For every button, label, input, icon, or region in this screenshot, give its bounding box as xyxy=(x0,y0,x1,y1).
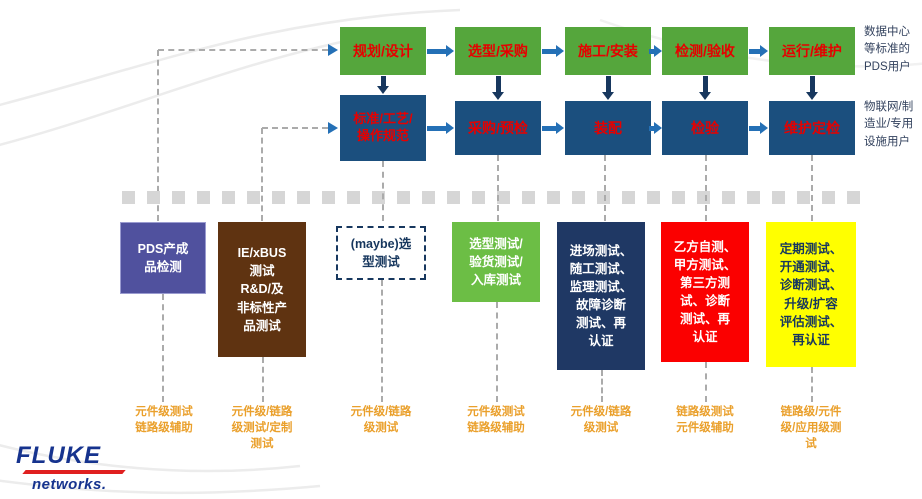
dashed-connector xyxy=(381,280,383,402)
fluke-networks-logo: FLUKE networks. xyxy=(16,442,126,493)
test-level-label: 元件级测试 链路级辅助 xyxy=(135,406,193,435)
arrow-down-icon xyxy=(492,76,504,100)
dashed-connector xyxy=(705,155,707,221)
stage-construction-installation: 施工/安装 xyxy=(565,27,651,75)
test-level-label: 元件级/链路 级测试 xyxy=(350,406,412,435)
dashed-connector xyxy=(158,49,328,51)
dashed-connector xyxy=(261,128,263,221)
test-level-label: 元件级测试 链路级辅助 xyxy=(467,406,525,435)
logo-brand-text: FLUKE xyxy=(16,442,101,469)
right-label-datacenter-users: 数据中心 等标准的 PDS用户 xyxy=(864,26,911,73)
stage-inspection: 检验 xyxy=(662,101,748,155)
stage-inspection-acceptance: 检测/验收 xyxy=(662,27,748,75)
arrow-right-icon xyxy=(328,44,338,56)
test-box-site-testing: 进场测试、 随工测试、 监理测试、 故障诊断 测试、再 认证 xyxy=(557,222,645,370)
test-box-operation-testing: 定期测试、 开通测试、 诊断测试、 升级/扩容 评估测试、 再认证 xyxy=(766,222,856,367)
stage-operation-maintenance: 运行/维护 xyxy=(769,27,855,75)
arrow-right-icon xyxy=(542,45,564,57)
dashed-connector xyxy=(811,367,813,402)
stage-assembly: 装配 xyxy=(565,101,651,155)
dashed-divider xyxy=(122,191,862,204)
arrow-right-icon xyxy=(649,45,662,57)
arrow-right-icon xyxy=(427,122,454,134)
arrow-right-icon xyxy=(427,45,454,57)
test-box-maybe-selection: (maybe)选 型测试 xyxy=(336,226,426,280)
right-label-iot-users: 物联网/制 造业/专用 设施用户 xyxy=(864,101,914,148)
test-level-label: 链路级测试 元件级辅助 xyxy=(676,406,734,435)
dashed-connector xyxy=(262,357,264,402)
logo-sub-text: networks. xyxy=(32,476,107,493)
dashed-connector xyxy=(705,362,707,402)
stage-maintenance-check: 维护定检 xyxy=(769,101,855,155)
test-level-label: 元件级/链路 级测试 xyxy=(570,406,632,435)
arrow-right-icon xyxy=(749,45,768,57)
arrow-down-icon xyxy=(699,76,711,100)
stage-planning-design: 规划/设计 xyxy=(340,27,426,75)
test-level-label: 元件级/链路 级测试/定制 测试 xyxy=(231,406,293,451)
dashed-connector xyxy=(496,302,498,402)
logo-red-underline xyxy=(22,470,126,474)
arrow-down-icon xyxy=(806,76,818,100)
dashed-connector xyxy=(382,161,384,221)
test-level-label: 链路级/元件 级/应用级测 试 xyxy=(780,406,842,451)
arrow-right-icon xyxy=(542,122,564,134)
dashed-connector xyxy=(497,155,499,221)
arrow-right-icon xyxy=(749,122,768,134)
test-box-pds-finished-product: PDS产成 品检测 xyxy=(120,222,206,294)
dashed-connector xyxy=(162,294,164,402)
test-box-acceptance-testing: 乙方自测、 甲方测试、 第三方测 试、诊断 测试、再 认证 xyxy=(661,222,749,362)
arrow-right-icon xyxy=(328,122,338,134)
arrow-down-icon xyxy=(377,76,389,94)
arrow-right-icon xyxy=(649,122,662,134)
test-box-ie-xbus-rd: IE/xBUS 测试 R&D/及 非标性产 品测试 xyxy=(218,222,306,357)
dashed-connector xyxy=(157,50,159,221)
stage-standards-process: 标准/工艺/ 操作规范 xyxy=(340,95,426,161)
dashed-connector xyxy=(811,155,813,221)
dashed-connector xyxy=(604,155,606,221)
dashed-connector xyxy=(262,127,328,129)
stage-selection-procurement: 选型/采购 xyxy=(455,27,541,75)
test-box-selection-incoming: 选型测试/ 验货测试/ 入库测试 xyxy=(452,222,540,302)
arrow-down-icon xyxy=(602,76,614,100)
stage-procurement-precheck: 采购/预检 xyxy=(455,101,541,155)
dashed-connector xyxy=(601,370,603,402)
